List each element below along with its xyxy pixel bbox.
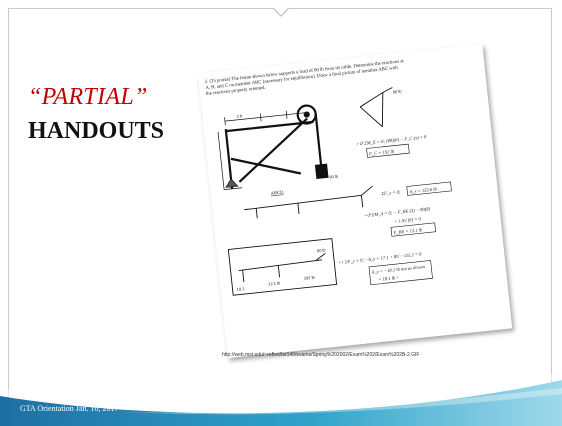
fbd-label-a: 18.1 — [236, 286, 245, 292]
dim-label: 3 ft — [236, 113, 243, 119]
abcd-label: ABCD — [270, 189, 284, 195]
equation-2-result: A_x = 153.6 lb — [408, 186, 438, 194]
eq2-box — [406, 181, 452, 196]
eq1-box — [366, 143, 410, 158]
source-url: http://web.mst.edu/~reflori/be140/exams/… — [222, 352, 420, 358]
title-handouts: HANDOUTS — [28, 118, 165, 144]
problem-line-3: the reactions properly oriented. — [206, 86, 266, 97]
equation-1: +↺ ΣM_E = 0; (80)(6) − F_C (x) = 0 — [356, 134, 427, 146]
title-partial: “PARTIAL” — [28, 84, 148, 110]
handout-drawing: 2. (25 points) The frame shown below sup… — [205, 59, 452, 296]
fbd-label-d: 80 lb — [317, 247, 327, 253]
equation-4-result-2: = 18.1 lb ↑ — [378, 275, 399, 282]
eq3-box — [390, 222, 436, 237]
eq4-box — [368, 260, 433, 286]
triangle-load-label: 80 lb — [393, 88, 403, 94]
handout-image: 2. (25 points) The frame shown below sup… — [197, 43, 513, 359]
equation-3: +↺ ΣM_A = 0; − F_BE (3) − 80(8) — [363, 206, 430, 218]
frame-notch-inner — [274, 8, 288, 15]
equation-3b: + 1.92 (6) = 0 — [394, 216, 422, 224]
final-fbd — [227, 238, 338, 296]
handout-page: 2. (25 points) The frame shown below sup… — [197, 43, 513, 359]
frame-structure — [224, 104, 329, 189]
equation-2: ΣF_x = 0; — [380, 189, 401, 196]
beam-diagram — [244, 185, 373, 219]
footer-wave — [0, 372, 562, 426]
load-label: 80 lb — [329, 174, 339, 180]
fbd-label-b: 12.1 lb — [268, 280, 281, 286]
triangle-sketch — [359, 87, 393, 128]
equation-3-result: F_BE = 12.1 lb — [392, 227, 423, 235]
equation-1-result: F_C = 192 lb — [368, 149, 395, 157]
equation-4-result: A_y = −18.1 lb not as drawn — [370, 264, 425, 275]
fbd-label-c: 192 lb — [304, 275, 316, 281]
footer-text: GTA Orientation Jan. 10, 2017 — [20, 404, 119, 413]
dimension-lines — [217, 110, 307, 190]
equation-4: +↑ ΣF_y = 0; −A_y + 17.1 + 80 − 115.2 = … — [338, 251, 422, 265]
